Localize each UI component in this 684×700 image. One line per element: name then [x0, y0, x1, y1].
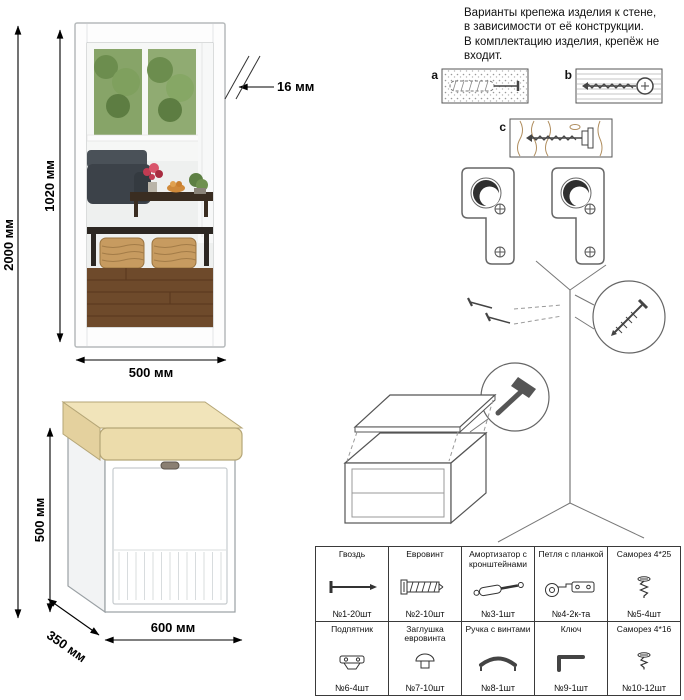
part-qty: №3-1шт: [480, 608, 515, 619]
footpad-icon: [322, 648, 382, 679]
part-cell-screw-4x16: Саморез 4*16 №10-12шт: [608, 621, 680, 695]
beadboard-grooves: [118, 552, 222, 600]
nail-icon: [322, 574, 382, 605]
hammer-icon: [495, 377, 536, 416]
wall-option-a: [441, 68, 529, 104]
part-qty: №4-2к-та: [551, 608, 591, 619]
dimension-lines: [14, 25, 274, 644]
part-name: Амортизатор с кронштейнами: [469, 549, 527, 569]
back-panel: [353, 393, 497, 434]
part-name: Подпятник: [331, 623, 373, 634]
screw-icon: [614, 574, 674, 605]
part-cell-euroscrew: Евровинт №2-10шт: [389, 547, 461, 621]
carcass-box: [343, 399, 494, 525]
screw-cross-marks: [584, 203, 596, 258]
console-with-baskets: [87, 227, 213, 269]
dim-total-height: 2000 мм: [1, 219, 16, 271]
key-icon: [541, 648, 601, 679]
screw-cross-marks: [494, 203, 506, 258]
part-cell-gas-strut: Амортизатор с кронштейнами №3-1шт: [462, 547, 534, 621]
bench-cushion: [61, 401, 244, 461]
flying-screws: [467, 297, 563, 325]
dim-mirror-width: 500 мм: [129, 365, 174, 380]
bench-cabinet: [67, 430, 236, 614]
option-a-label: a: [431, 68, 438, 82]
hammer-magnifier: [469, 362, 550, 433]
wall-option-c: [509, 118, 613, 158]
dim-bench-height: 500 мм: [32, 498, 47, 543]
room-corner: [497, 260, 645, 543]
part-name: Заглушка евровинта: [404, 623, 446, 644]
part-name: Ключ: [560, 623, 582, 634]
dim-bench-width: 600 мм: [151, 620, 196, 635]
screw-icon: [614, 648, 674, 679]
wood-floor: [87, 268, 213, 327]
hanging-bracket: [551, 167, 605, 265]
hanging-bracket: [461, 167, 515, 265]
assembly-illustration: a b c: [343, 68, 666, 543]
handle-icon: [468, 648, 528, 679]
screw-magnifier: [574, 280, 666, 354]
part-qty: №1-20шт: [332, 608, 372, 619]
part-cell-hinge: Петля с планкой №4-2к-та: [535, 547, 607, 621]
part-name: Ручка с винтами: [465, 623, 531, 634]
option-c-label: c: [499, 120, 506, 134]
mirror-reflection: [87, 43, 213, 327]
part-cell-cap: Заглушка евровинта №7-10шт: [389, 621, 461, 695]
gas-strut-icon: [468, 574, 528, 605]
option-b-label: b: [565, 68, 572, 82]
part-name: Петля с планкой: [538, 549, 604, 559]
part-cell-nail: Гвоздь №1-20шт: [316, 547, 388, 621]
euroscrew-icon: [395, 574, 455, 605]
part-qty: №5-4шт: [626, 608, 661, 619]
bench-drawing: [61, 401, 244, 614]
part-cell-key: Ключ №9-1шт: [535, 621, 607, 695]
dim-mirror-thickness: 16 мм: [277, 79, 314, 94]
wall-option-b: [575, 68, 663, 104]
wicker-basket: [151, 237, 197, 269]
part-cell-screw-4x25: Саморез 4*25 №5-4шт: [608, 547, 680, 621]
parts-table: Гвоздь №1-20шт Евровинт: [315, 546, 681, 696]
dim-bench-depth: 350 мм: [44, 627, 89, 665]
part-qty: №7-10шт: [405, 683, 445, 693]
cap-icon: [395, 648, 455, 679]
thickness-edge-lines: [224, 55, 261, 100]
dim-mirror-height: 1020 мм: [42, 160, 57, 212]
table-with-flowers: [130, 163, 213, 217]
alignment-dashes: [346, 399, 494, 462]
part-qty: №6-4шт: [334, 683, 369, 693]
wall-mount-note: Варианты крепежа изделия к стене, в зави…: [464, 7, 660, 63]
part-qty: №2-10шт: [405, 608, 445, 619]
part-name: Саморез 4*16: [616, 623, 672, 634]
part-name: Евровинт: [406, 549, 444, 559]
window-scene: [87, 43, 213, 161]
part-cell-footpad: Подпятник №6-4шт: [316, 621, 388, 695]
mirror-drawing: [74, 22, 226, 348]
part-name: Гвоздь: [338, 549, 366, 559]
part-qty: №10-12шт: [621, 683, 666, 693]
part-cell-handle: Ручка с винтами №8-1шт: [462, 621, 534, 695]
bench-handle: [160, 461, 180, 470]
part-name: Саморез 4*25: [616, 549, 672, 559]
part-qty: №9-1шт: [553, 683, 588, 693]
hinge-icon: [541, 574, 601, 605]
part-qty: №8-1шт: [480, 683, 515, 693]
